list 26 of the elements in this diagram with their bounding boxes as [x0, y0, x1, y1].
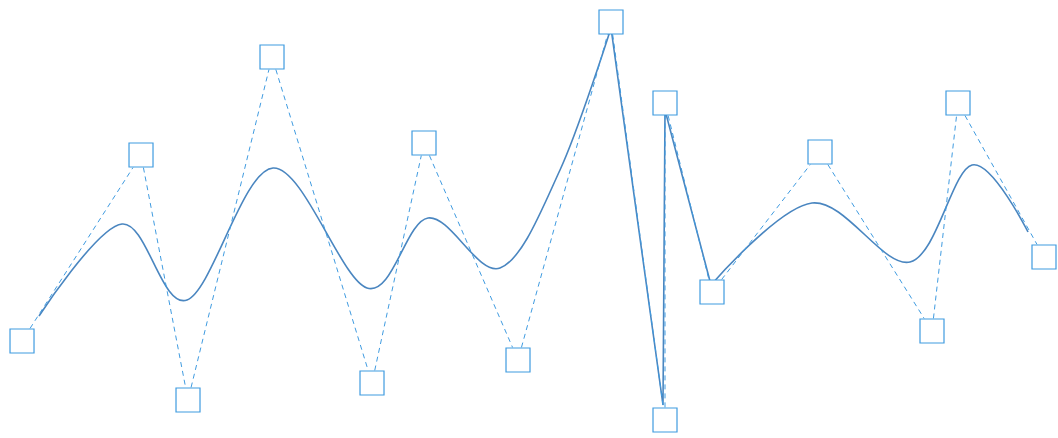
- control-point-box: [175, 387, 201, 413]
- dashed-line: [190, 69, 270, 388]
- dashed-line: [964, 115, 1038, 245]
- control-point-box: [807, 139, 833, 165]
- dashed-line: [932, 115, 958, 319]
- control-point-box: [598, 9, 624, 35]
- control-point-box: [945, 90, 971, 116]
- control-point-box: [1031, 244, 1057, 270]
- control-point-box: [919, 318, 945, 344]
- control-point-box: [652, 90, 678, 116]
- dashed-line: [664, 115, 666, 408]
- control-point-box: [259, 44, 285, 70]
- dashed-line: [428, 155, 514, 348]
- control-point-box: [359, 370, 385, 396]
- dashed-line: [29, 167, 134, 329]
- dashed-line: [667, 115, 710, 280]
- control-point-box: [411, 130, 437, 156]
- dashed-line: [827, 164, 925, 319]
- control-point-box: [652, 407, 678, 433]
- control-point-box: [505, 347, 531, 373]
- control-point-box: [9, 328, 35, 354]
- dashed-line: [374, 155, 422, 371]
- dashed-line: [721, 164, 811, 280]
- dashed-line: [520, 34, 609, 348]
- control-point-box: [699, 279, 725, 305]
- control-point-box: [128, 142, 154, 168]
